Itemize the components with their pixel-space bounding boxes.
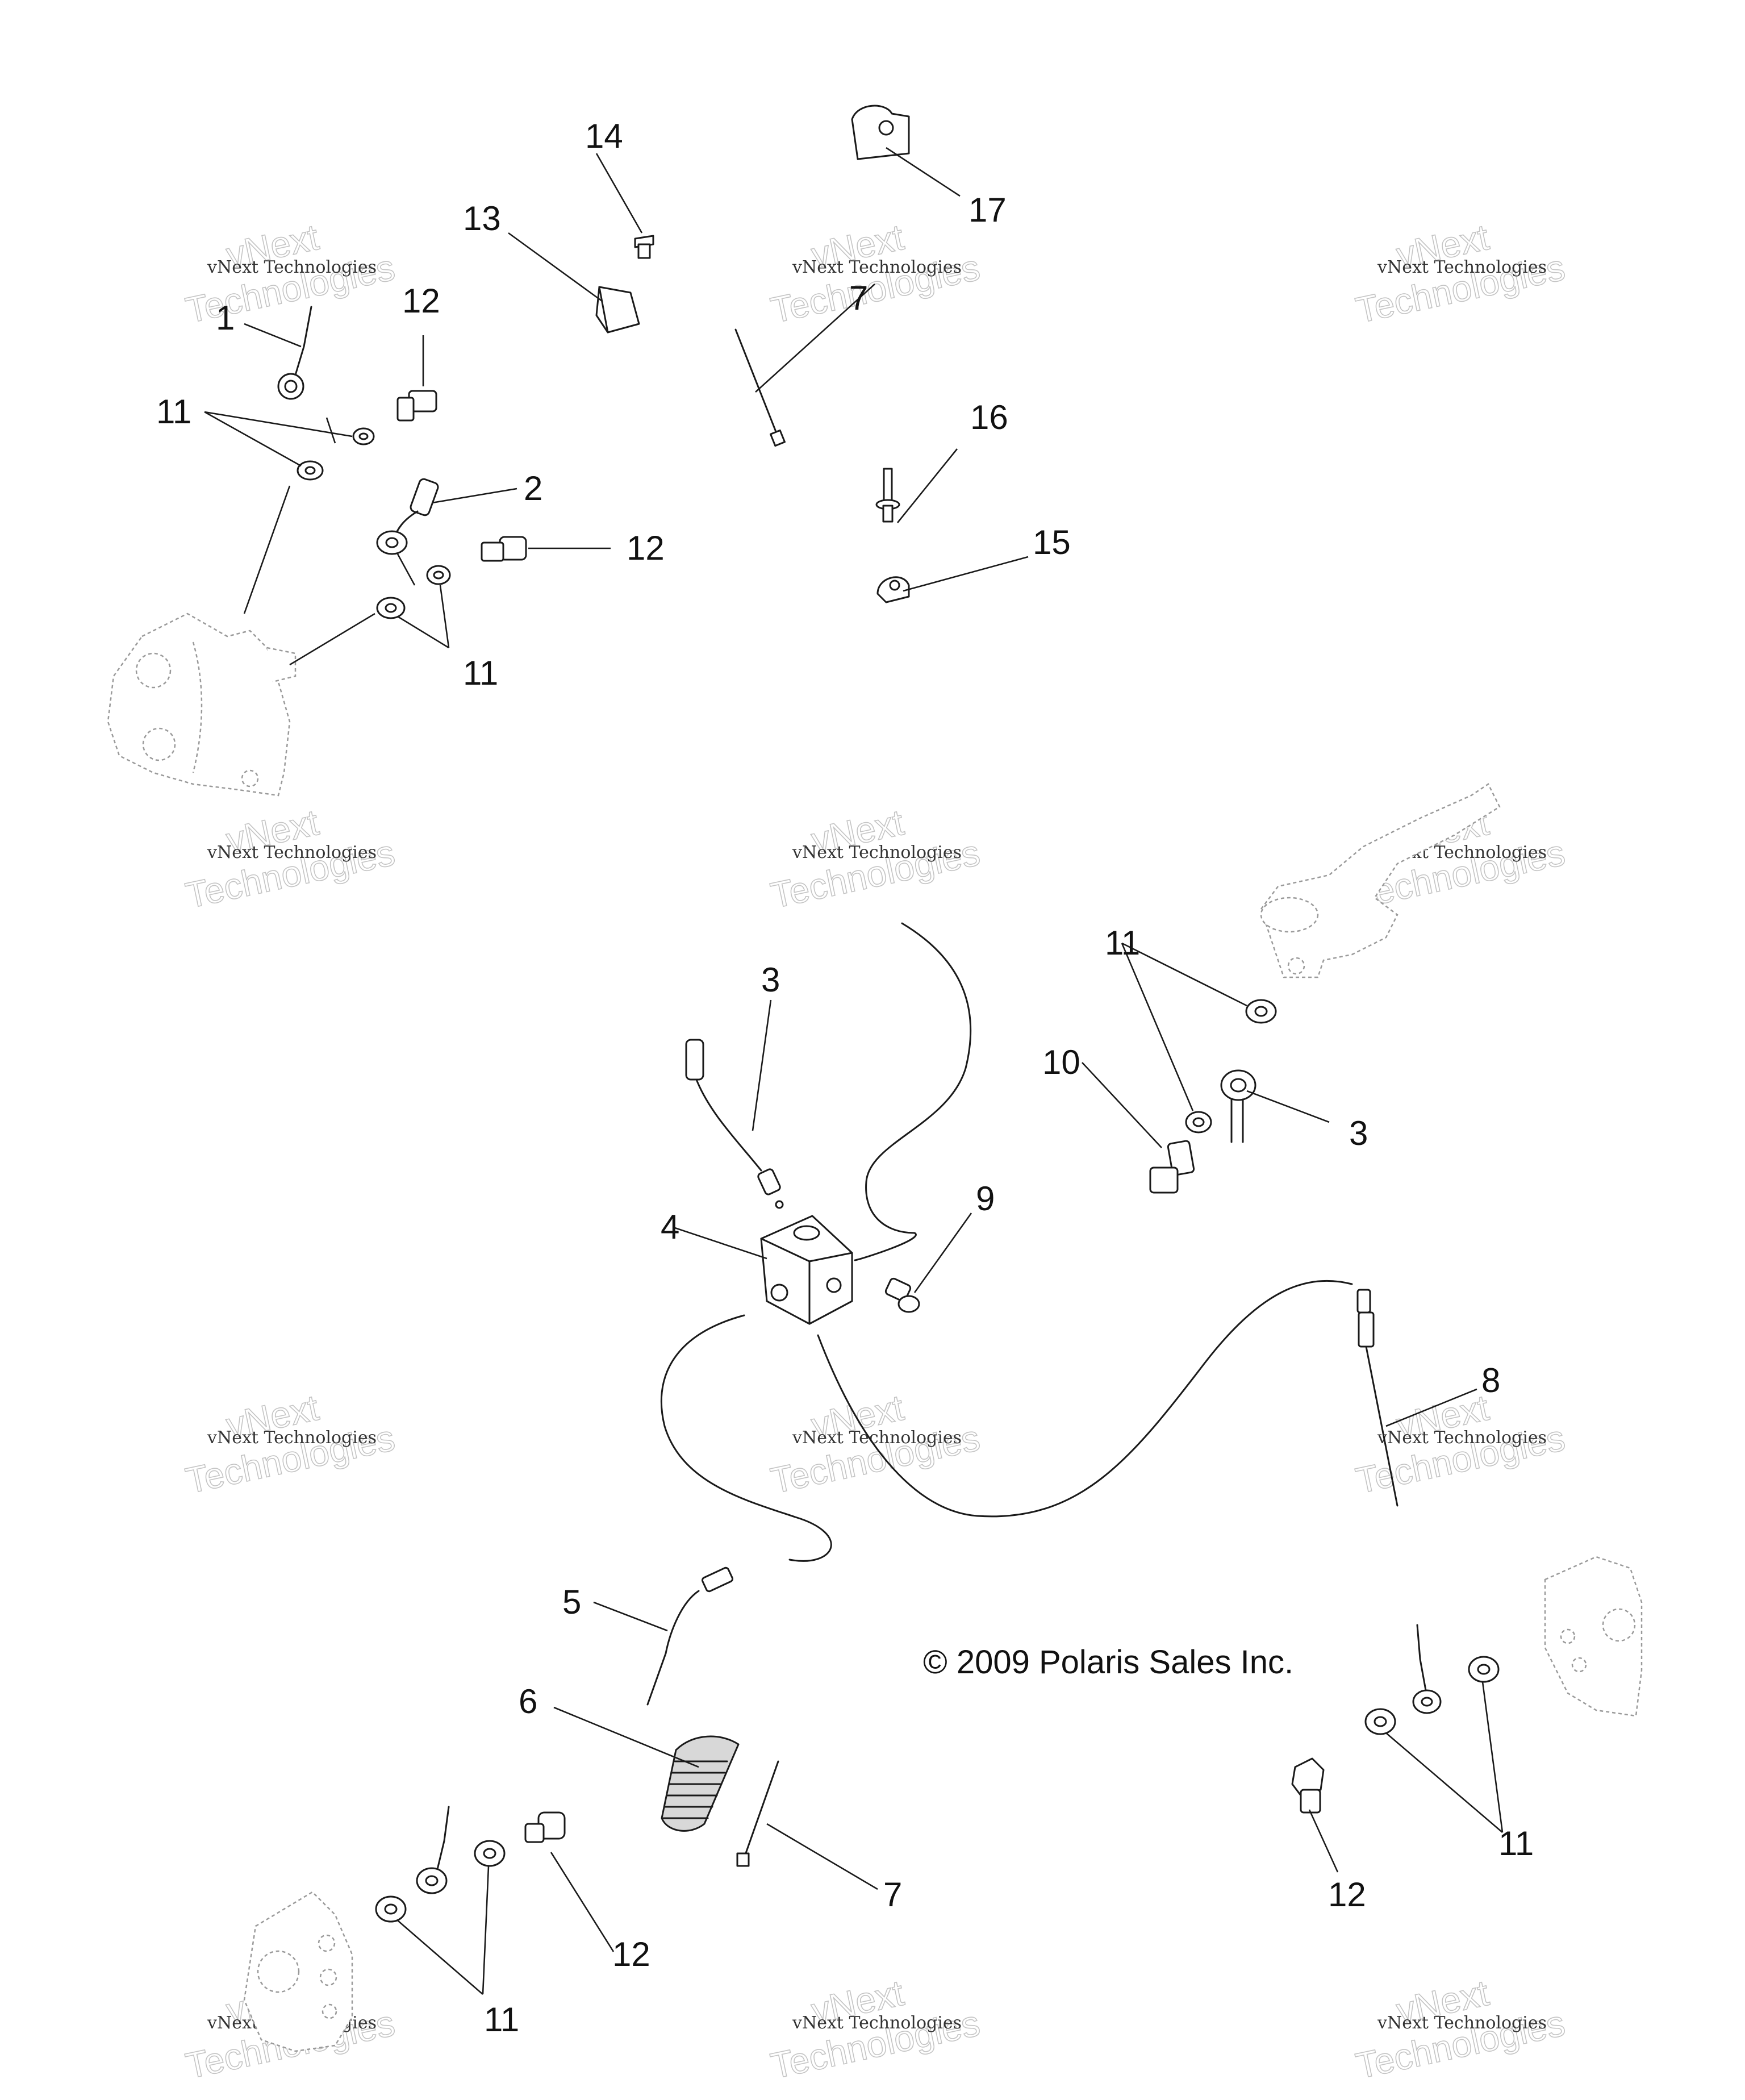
callout-8: 8 xyxy=(1481,1361,1500,1399)
callout-7: 7 xyxy=(849,279,868,317)
callout-6: 6 xyxy=(519,1682,537,1720)
part-3-brake-line xyxy=(685,1039,784,1209)
part-11-washers-rear-right xyxy=(1364,1656,1500,1735)
part-6-spring-guard xyxy=(661,1735,740,1832)
part-12-bolt-rear-right xyxy=(1291,1757,1325,1814)
callout-11: 11 xyxy=(1105,924,1140,962)
callout-3: 3 xyxy=(761,961,780,999)
callout-1: 1 xyxy=(216,299,235,337)
part-brake-line-rear-right xyxy=(1412,1624,1442,1714)
part-10-bolt xyxy=(1149,1140,1195,1194)
part-4-brake-junction-block xyxy=(760,1215,853,1325)
part-11-washers-rear-left xyxy=(375,1840,506,1923)
part-15-clamp xyxy=(876,576,910,603)
watermark-small: vNext Technologies xyxy=(1377,1428,1547,1448)
callout-12: 12 xyxy=(612,1935,650,1973)
part-16-rivet xyxy=(875,468,900,523)
watermark-small: vNext Technologies xyxy=(1377,2013,1547,2033)
part-11-washers-lower xyxy=(376,565,451,619)
callout-11: 11 xyxy=(1498,1824,1534,1863)
part-8-brake-line xyxy=(1356,1289,1398,1507)
callout-10: 10 xyxy=(1042,1043,1080,1081)
part-9-bolt xyxy=(884,1277,920,1313)
rear-right-caliper xyxy=(1544,1556,1643,1717)
part-2-brake-line xyxy=(376,478,439,555)
callout-12: 12 xyxy=(627,529,665,567)
part-11-washers-upper xyxy=(297,427,375,481)
front-left-caliper xyxy=(107,612,297,797)
callout-3: 3 xyxy=(1349,1114,1368,1152)
callout-12: 12 xyxy=(402,282,440,320)
part-1-brake-line xyxy=(277,306,312,400)
part-14-screw xyxy=(634,235,654,259)
part-12-bolt-upper xyxy=(396,390,437,422)
leader-lines xyxy=(204,147,1504,1995)
callout-5: 5 xyxy=(562,1583,581,1621)
brake-line-routing xyxy=(660,922,1353,1562)
callout-11: 11 xyxy=(484,2001,519,2039)
callout-11: 11 xyxy=(156,393,191,431)
callout-15: 15 xyxy=(1033,523,1071,561)
part-12-bolt-rear-left xyxy=(524,1811,566,1843)
watermark-small: vNext Technologies xyxy=(207,843,377,863)
callout-7: 7 xyxy=(883,1876,902,1914)
callout-11: 11 xyxy=(463,654,498,692)
part-brake-line-rear-left xyxy=(416,1806,450,1894)
part-7-cable-tie-lower xyxy=(736,1760,779,1867)
watermark-small: vNext Technologies xyxy=(792,843,962,863)
watermark-small: vNext Technologies xyxy=(792,2013,962,2033)
part-17-clamp xyxy=(851,105,910,160)
callout-9: 9 xyxy=(976,1180,995,1218)
callout-12: 12 xyxy=(1328,1876,1366,1914)
part-12-bolt-middle xyxy=(481,536,527,562)
callouts: 14 17 13 1 12 11 7 16 15 2 12 11 3 11 10… xyxy=(156,117,1534,2039)
watermark-small: vNext Technologies xyxy=(207,257,377,277)
callout-4: 4 xyxy=(661,1208,679,1246)
watermark-small: vNext Technologies xyxy=(792,257,962,277)
callout-17: 17 xyxy=(968,191,1007,229)
callout-2: 2 xyxy=(524,469,542,507)
callout-13: 13 xyxy=(463,199,501,238)
callout-14: 14 xyxy=(585,117,623,155)
part-13-clip xyxy=(595,286,640,334)
copyright-notice: © 2009 Polaris Sales Inc. xyxy=(923,1644,1293,1681)
master-cylinder xyxy=(1260,783,1501,978)
part-5-brake-line xyxy=(646,1566,734,1706)
rear-left-caliper xyxy=(243,1891,353,2052)
watermark-small: vNext Technologies xyxy=(792,1428,962,1448)
part-11-washers-master xyxy=(1185,999,1277,1134)
watermark-small: vNext Technologies xyxy=(207,1428,377,1448)
watermark-small: vNext Technologies xyxy=(1377,257,1547,277)
part-7-cable-tie-upper xyxy=(734,328,786,447)
callout-16: 16 xyxy=(970,398,1008,436)
part-3-banjo-fitting xyxy=(1220,1069,1256,1143)
